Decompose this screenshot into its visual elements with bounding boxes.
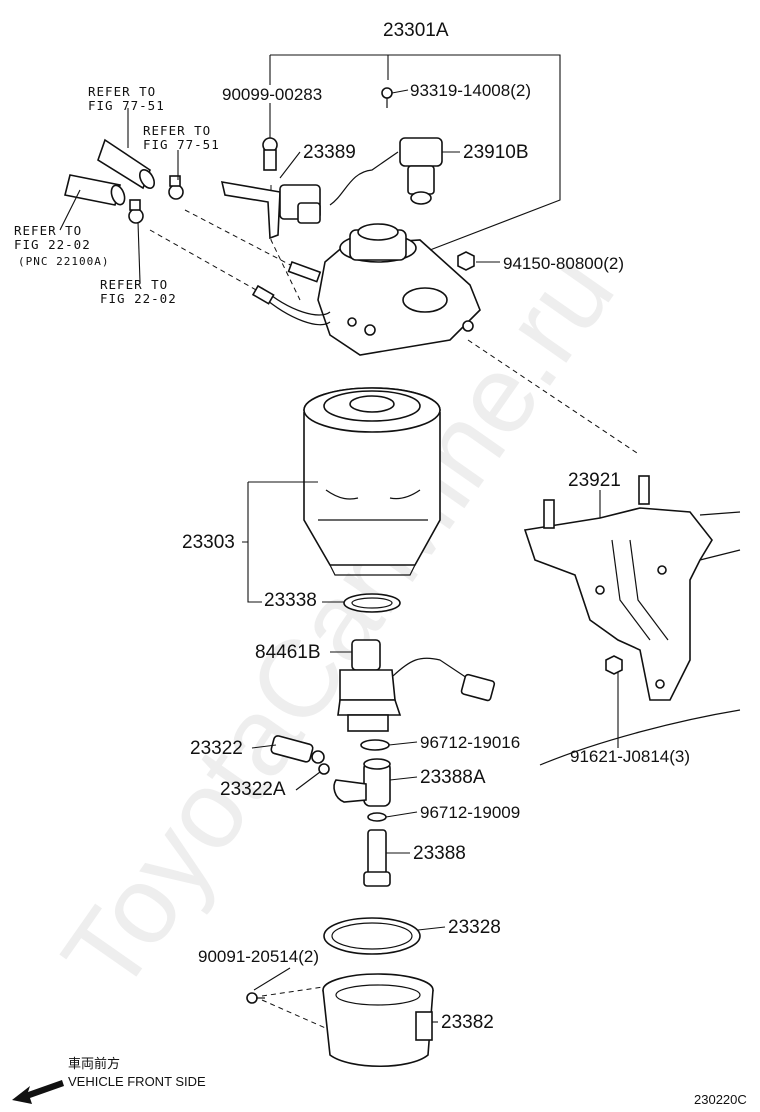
assembly-line-filter-cap bbox=[261, 985, 331, 1031]
drain-plug-23388 bbox=[363, 829, 391, 887]
screw-93319 bbox=[381, 87, 393, 108]
svg-text:REFER TO: REFER TO bbox=[14, 223, 82, 238]
o-ring-96712-19009 bbox=[367, 812, 387, 822]
label-23328: 23328 bbox=[448, 917, 501, 938]
gasket-23328 bbox=[323, 917, 421, 955]
watermark: ToyotaCarMine.ru bbox=[39, 232, 638, 1014]
reference-note-3: REFER TO FIG 22-02 (PNC 22100A) bbox=[14, 223, 109, 268]
leader-23388A bbox=[389, 776, 418, 781]
hose-clamp-lower bbox=[128, 199, 144, 224]
reference-note-4: REFER TO FIG 22-02 bbox=[100, 277, 177, 306]
fuel-heater-switch bbox=[329, 137, 443, 206]
fuel-filter-head bbox=[251, 223, 481, 356]
label-23322: 23322 bbox=[190, 738, 243, 759]
drain-cock-23388A bbox=[333, 758, 391, 807]
label-96712b: 96712-19009 bbox=[420, 803, 520, 822]
svg-text:REFER TO: REFER TO bbox=[88, 84, 156, 99]
water-level-sensor bbox=[337, 639, 496, 732]
label-23322A: 23322A bbox=[220, 779, 286, 800]
label-23388: 23388 bbox=[413, 843, 466, 864]
connector-bracket bbox=[220, 181, 321, 240]
label-23389: 23389 bbox=[303, 142, 356, 163]
assembly-line-bracket bbox=[467, 339, 641, 456]
filter-bracket-23921 bbox=[523, 475, 741, 766]
label-23303: 23303 bbox=[182, 532, 235, 553]
arrow-down-left-icon bbox=[12, 1080, 64, 1104]
fuel-hose-lower bbox=[64, 174, 126, 206]
svg-text:(PNC 22100A): (PNC 22100A) bbox=[18, 255, 109, 268]
bolt-90091 bbox=[246, 992, 265, 1004]
fuel-filter-element bbox=[303, 387, 441, 576]
label-96712a: 96712-19016 bbox=[420, 733, 520, 752]
svg-text:REFER TO: REFER TO bbox=[143, 123, 211, 138]
leader-96712a bbox=[388, 741, 418, 746]
fuel-hose-upper bbox=[97, 138, 156, 190]
label-23338: 23338 bbox=[264, 590, 317, 611]
label-23910B: 23910B bbox=[463, 142, 529, 163]
orientation-label-en: VEHICLE FRONT SIDE bbox=[68, 1074, 206, 1089]
nut-94150 bbox=[457, 251, 475, 271]
label-93319: 93319-14008(2) bbox=[410, 81, 531, 100]
bolt-90099 bbox=[262, 137, 278, 171]
assembly-line-hose-a bbox=[184, 209, 301, 271]
leader-23301A bbox=[269, 54, 561, 251]
leader-23303 bbox=[242, 481, 318, 603]
leader-93319 bbox=[391, 89, 409, 94]
fitting-23322 bbox=[270, 735, 325, 764]
leader-90091 bbox=[253, 967, 291, 991]
reference-note-1: REFER TO FIG 77-51 bbox=[88, 84, 165, 113]
filter-cover-23382 bbox=[322, 973, 434, 1067]
label-90091: 90091-20514(2) bbox=[198, 947, 319, 966]
svg-text:FIG 77-51: FIG 77-51 bbox=[88, 98, 165, 113]
gasket-23322A bbox=[318, 763, 330, 775]
leader-23322A bbox=[295, 771, 321, 791]
diagram-code: 230220C bbox=[694, 1092, 747, 1107]
leader-23389 bbox=[279, 151, 301, 179]
svg-text:FIG 77-51: FIG 77-51 bbox=[143, 137, 220, 152]
label-23921: 23921 bbox=[568, 470, 621, 491]
leader-96712b bbox=[385, 811, 418, 818]
label-23382: 23382 bbox=[441, 1012, 494, 1033]
leader-ref4 bbox=[137, 221, 141, 283]
hose-clamp-upper bbox=[168, 175, 184, 200]
label-94150: 94150-80800(2) bbox=[503, 254, 624, 273]
svg-text:FIG 22-02: FIG 22-02 bbox=[14, 237, 91, 252]
label-23301A: 23301A bbox=[383, 20, 449, 41]
svg-text:FIG 22-02: FIG 22-02 bbox=[100, 291, 177, 306]
leader-ref3 bbox=[59, 189, 81, 231]
label-23388A: 23388A bbox=[420, 767, 486, 788]
svg-text:REFER TO: REFER TO bbox=[100, 277, 168, 292]
label-91621: 91621-J0814(3) bbox=[570, 747, 690, 766]
assembly-line-hose-b bbox=[149, 229, 266, 296]
orientation-label-jp: 車両前方 bbox=[68, 1056, 120, 1072]
label-84461B: 84461B bbox=[255, 642, 321, 663]
leader-23322 bbox=[251, 744, 277, 749]
leader-23328 bbox=[417, 926, 446, 931]
o-ring-96712-19016 bbox=[360, 739, 390, 751]
o-ring-23338 bbox=[343, 593, 401, 613]
reference-note-2: REFER TO FIG 77-51 bbox=[143, 123, 220, 152]
label-90099: 90099-00283 bbox=[222, 85, 322, 104]
nut-91621 bbox=[605, 655, 623, 675]
